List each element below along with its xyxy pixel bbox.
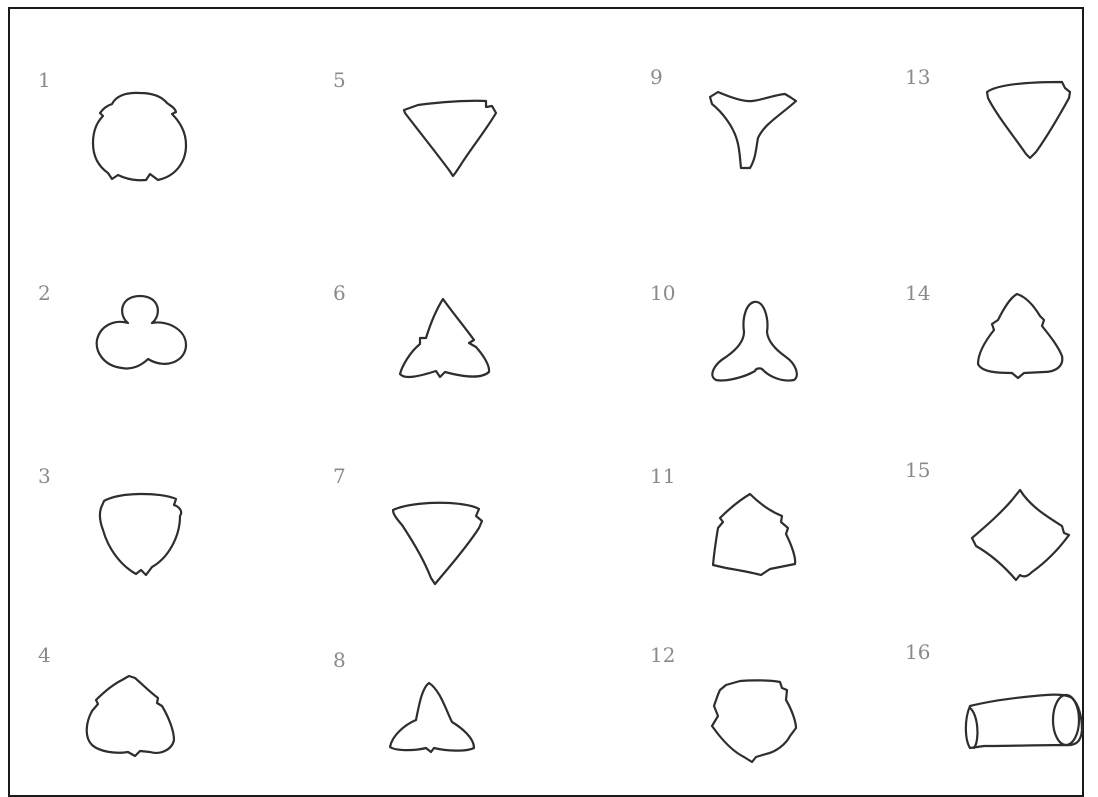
outline-shape-3 — [100, 494, 181, 575]
outline-shape-5 — [404, 101, 496, 176]
outline-shape-10 — [712, 302, 796, 381]
outline-shape-7 — [393, 503, 482, 584]
outline-shape-12 — [712, 680, 796, 762]
outline-shape-14 — [978, 294, 1062, 378]
outline-shape-9 — [710, 92, 796, 168]
outline-shape-1 — [93, 93, 186, 180]
outline-shape-2 — [97, 296, 186, 369]
outline-shape-6 — [400, 299, 489, 377]
cylinder-end-left — [970, 708, 977, 748]
cylinder-end-right — [1053, 695, 1079, 745]
outline-shape-8 — [390, 683, 474, 752]
outline-shape-4 — [87, 676, 174, 756]
outline-shape-11 — [713, 494, 795, 575]
outline-shape-13 — [987, 82, 1070, 158]
outline-shape-16 — [966, 695, 1082, 748]
outline-shape-15 — [972, 490, 1069, 580]
